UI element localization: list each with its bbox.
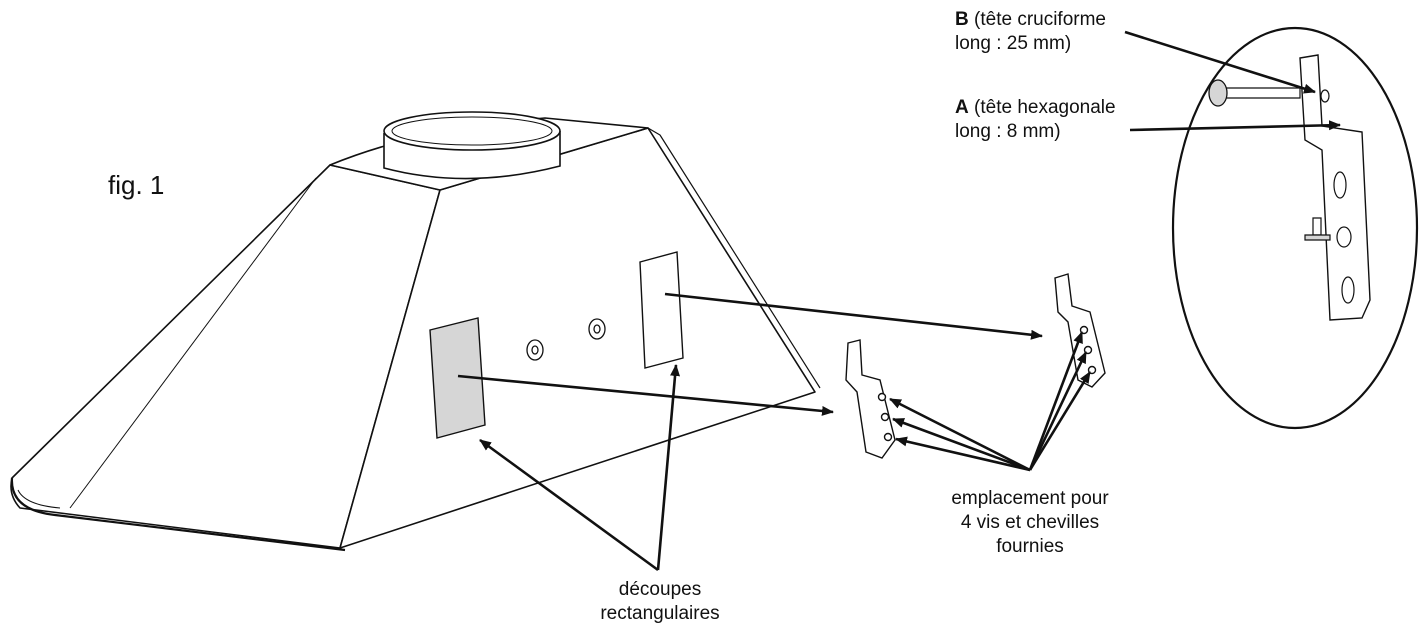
arrow-hole-5	[1028, 351, 1088, 471]
screw-b-line1: (tête cruciforme	[974, 9, 1106, 30]
screw-a-line2: long : 8 mm)	[955, 121, 1061, 142]
callout-screw-a: A (tête hexagonale long : 8 mm)	[955, 96, 1116, 144]
leader-arrows	[457, 30, 1341, 572]
callout-screw-b: B (tête cruciforme long : 25 mm)	[955, 8, 1106, 56]
callout-mounting: emplacement pour 4 vis et chevilles four…	[915, 487, 1145, 559]
arrow-screw-a	[1129, 120, 1341, 132]
screw-b-letter: B	[955, 9, 969, 30]
arrow-cutout-right-to-bracket	[664, 292, 1043, 340]
arrow-hole-4	[1028, 331, 1084, 471]
screw-a-line1: (tête hexagonale	[974, 97, 1116, 118]
cutout-right	[639, 251, 684, 369]
arrow-hole-3	[895, 436, 1031, 472]
arrow-hole-1	[889, 397, 1031, 472]
arrow-hole-2	[892, 417, 1031, 472]
wall-bracket-right	[1054, 273, 1106, 388]
arrow-cutout-right	[656, 364, 681, 571]
screw-a-letter: A	[955, 97, 969, 118]
hood-body	[10, 117, 821, 552]
arrow-hole-6	[1028, 371, 1092, 471]
detail-view	[1171, 26, 1419, 430]
rectangular-cutouts	[429, 251, 684, 439]
wall-bracket-left	[845, 339, 896, 459]
arrow-cutout-left	[479, 438, 659, 572]
hood-holes	[526, 318, 606, 361]
arrow-cutout-left-to-bracket	[457, 374, 834, 416]
mounting-line3: fournies	[996, 536, 1064, 557]
cutouts-line1: découpes	[618, 579, 702, 600]
chimney-collar	[383, 111, 561, 180]
cutouts-line2: rectangulaires	[600, 603, 720, 624]
callout-cutouts: découpes rectangulaires	[560, 578, 760, 626]
mounting-line2: 4 vis et chevilles	[960, 512, 1100, 533]
figure-label: fig. 1	[108, 170, 165, 200]
cutout-left	[429, 317, 486, 439]
mounting-line1: emplacement pour	[951, 488, 1109, 509]
arrow-screw-b	[1124, 30, 1316, 94]
screw-b-line2: long : 25 mm)	[955, 33, 1072, 54]
